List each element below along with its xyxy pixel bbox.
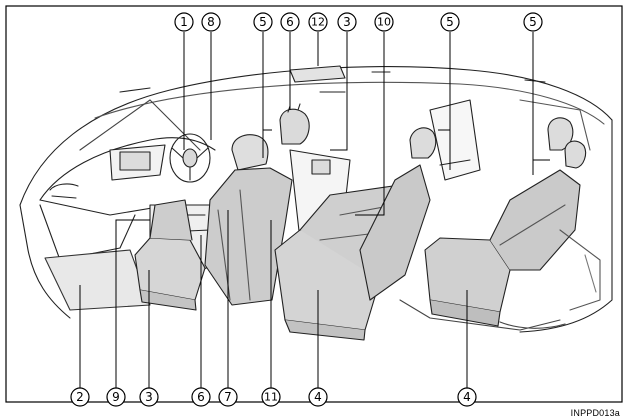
svg-text:11: 11 xyxy=(264,391,278,404)
svg-text:5: 5 xyxy=(259,15,267,29)
svg-text:8: 8 xyxy=(207,15,215,29)
svg-text:4: 4 xyxy=(314,390,322,404)
svg-text:6: 6 xyxy=(286,15,294,29)
svg-text:2: 2 xyxy=(76,390,84,404)
callout-9: 9 xyxy=(106,387,126,407)
callout-4-middle: 4 xyxy=(308,387,328,407)
callout-12: 12 xyxy=(308,12,328,32)
svg-text:5: 5 xyxy=(446,15,454,29)
callout-1: 1 xyxy=(174,12,194,32)
svg-text:12: 12 xyxy=(311,16,325,29)
svg-text:7: 7 xyxy=(224,390,232,404)
callout-11: 11 xyxy=(261,387,281,407)
vehicle-cabin-illustration xyxy=(19,65,613,341)
svg-text:3: 3 xyxy=(145,390,153,404)
callout-7: 7 xyxy=(218,387,238,407)
callout-8: 8 xyxy=(201,12,221,32)
leader-lines xyxy=(79,32,550,388)
callouts-top: 1 8 5 6 12 3 10 5 5 xyxy=(174,12,543,32)
svg-text:3: 3 xyxy=(343,15,351,29)
callout-3-top: 3 xyxy=(337,12,357,32)
callout-4-rear: 4 xyxy=(457,387,477,407)
svg-text:1: 1 xyxy=(180,15,188,29)
svg-text:9: 9 xyxy=(112,390,120,404)
callout-6-bottom: 6 xyxy=(191,387,211,407)
figure-code: INPPD013a xyxy=(570,408,620,418)
callout-3-bottom: 3 xyxy=(139,387,159,407)
callout-6-top: 6 xyxy=(280,12,300,32)
callout-10: 10 xyxy=(374,12,394,32)
callout-2: 2 xyxy=(70,387,90,407)
svg-text:10: 10 xyxy=(377,16,391,29)
svg-text:6: 6 xyxy=(197,390,205,404)
svg-text:5: 5 xyxy=(529,15,537,29)
callout-5-front: 5 xyxy=(253,12,273,32)
callout-5-middle: 5 xyxy=(440,12,460,32)
callout-5-rear: 5 xyxy=(523,12,543,32)
callouts-bottom: 2 9 3 6 7 11 4 4 xyxy=(70,387,477,407)
svg-text:4: 4 xyxy=(463,390,471,404)
